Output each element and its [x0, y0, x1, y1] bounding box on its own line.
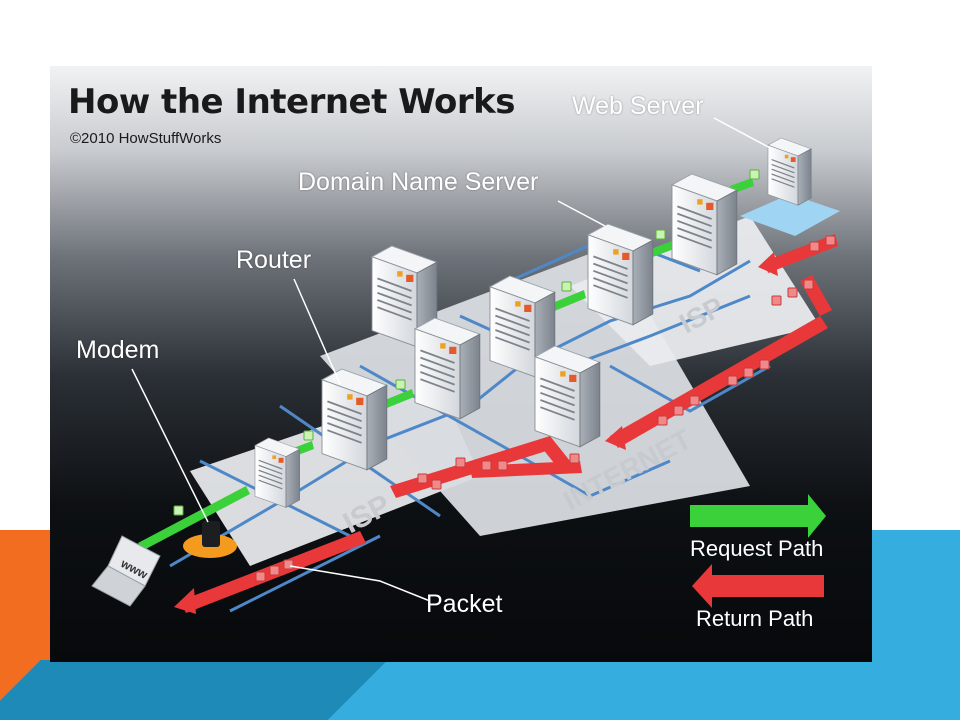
web-server-base [740, 194, 840, 236]
isp-right-platform [570, 216, 820, 366]
isp-left-server [254, 437, 301, 509]
label-packet: Packet [426, 590, 503, 618]
label-leaders [131, 117, 775, 602]
internet-server-4 [534, 345, 601, 448]
label-modem: Modem [76, 336, 160, 364]
internet-diagram: ISP ISP INTERNET www How the Internet Wo… [50, 66, 872, 662]
label-router: Router [236, 246, 312, 274]
diagram-credit: ©2010 HowStuffWorks [70, 130, 222, 147]
legend-return-label: Return Path [696, 606, 814, 631]
router-server [321, 368, 388, 471]
web-server [767, 137, 812, 206]
diagram-canvas: ISP ISP INTERNET www [91, 117, 840, 614]
modem [183, 521, 237, 558]
legend-request-label: Request Path [690, 536, 824, 561]
dns-server [587, 223, 654, 326]
internet-server-2 [414, 317, 481, 420]
label-dns: Domain Name Server [298, 168, 539, 196]
laptop [91, 535, 161, 607]
isp-right-server [671, 173, 738, 276]
bottom-blue-band [0, 660, 960, 720]
label-web-server: Web Server [572, 92, 704, 120]
legend-return-arrow [692, 564, 824, 608]
legend-request-arrow [690, 494, 826, 538]
diagram-title: How the Internet Works [68, 82, 515, 122]
